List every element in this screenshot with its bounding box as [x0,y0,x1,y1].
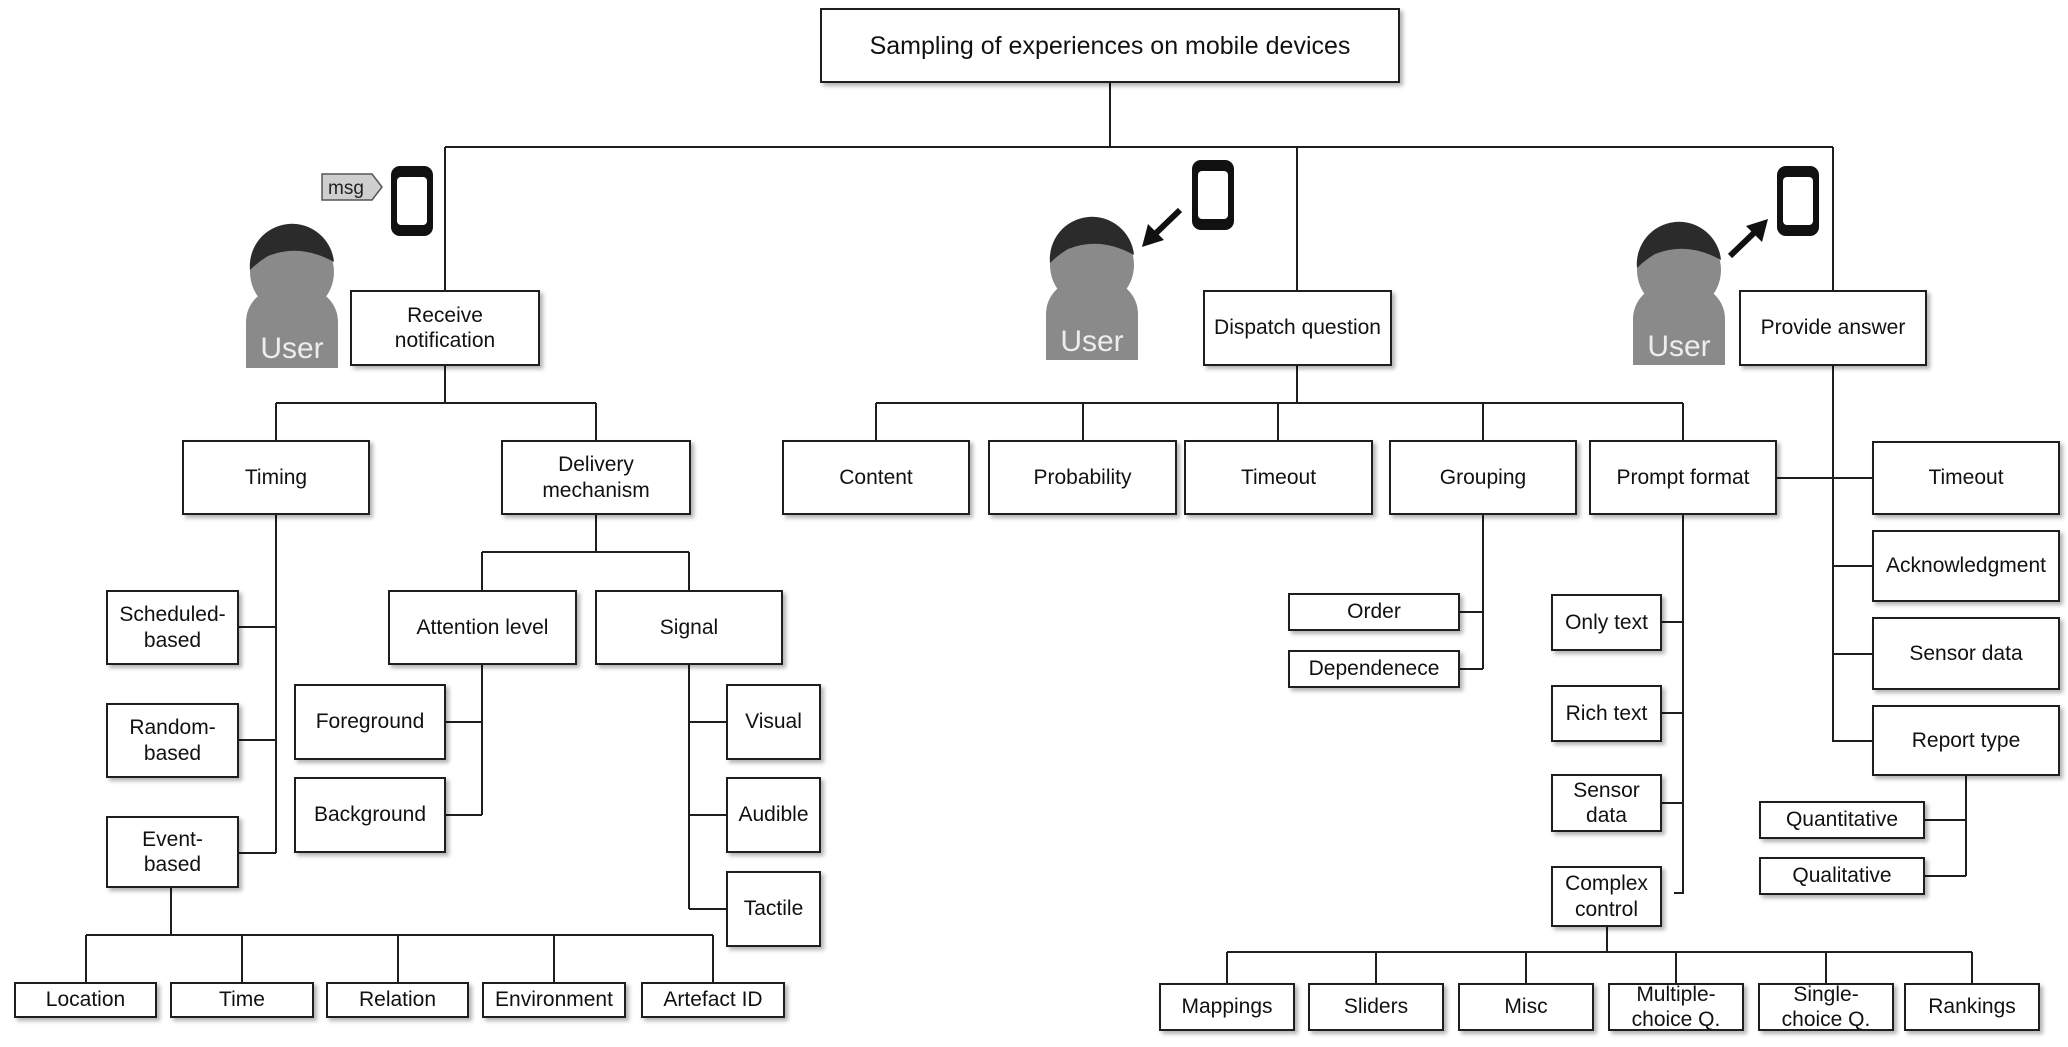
misc-node: Misc [1458,983,1594,1031]
attention-level-node: Attention level [388,590,577,665]
single-choice-node: Single- choice Q. [1758,983,1894,1031]
sensor-data-prompt-node: Sensor data [1551,774,1662,832]
only-text-node: Only text [1551,594,1662,651]
tactile-node: Tactile [726,871,821,947]
visual-node: Visual [726,684,821,760]
dispatch-user-label: User [1060,325,1123,358]
complex-control-node: Complex control [1551,866,1662,927]
answer-sensor-data-node: Sensor data [1872,617,2060,690]
probability-node: Probability [988,440,1177,515]
audible-node: Audible [726,777,821,853]
multiple-choice-node: Multiple- choice Q. [1608,983,1744,1031]
answer-user-label: User [1647,330,1710,363]
acknowledgment-node: Acknowledgment [1872,530,2060,602]
dispatch-arrow-icon [1142,207,1183,247]
dependenece-node: Dependenece [1288,650,1460,688]
dispatch-question-node: Dispatch question [1203,290,1392,366]
report-type-node: Report type [1872,705,2060,776]
answer-timeout-node: Timeout [1872,441,2060,515]
dispatch-user-avatar-icon: User [1046,216,1138,360]
timing-node: Timing [182,440,370,515]
scheduled-based-node: Scheduled- based [106,590,239,665]
rich-text-node: Rich text [1551,685,1662,742]
signal-node: Signal [595,590,783,665]
msg-label: msg [328,178,364,199]
answer-user-avatar-icon: User [1633,221,1725,365]
receive-user-avatar-icon: User [246,223,338,368]
foreground-node: Foreground [294,684,446,760]
grouping-node: Grouping [1389,440,1577,515]
event-based-node: Event- based [106,816,239,888]
qualitative-node: Qualitative [1759,857,1925,895]
prompt-format-node: Prompt format [1589,440,1777,515]
answer-phone-icon [1777,166,1819,236]
rankings-node: Rankings [1904,983,2040,1031]
random-based-node: Random- based [106,703,239,778]
provide-answer-node: Provide answer [1739,290,1927,366]
receive-user-label: User [260,332,323,365]
receive-notification-node: Receive notification [350,290,540,366]
root-node: Sampling of experiences on mobile device… [820,8,1400,83]
receive-phone-icon [391,166,433,236]
event-relation-node: Relation [326,982,469,1018]
message-tag-icon: msg [321,173,383,201]
event-location-node: Location [14,982,157,1018]
mappings-node: Mappings [1159,983,1295,1031]
event-time-node: Time [170,982,314,1018]
content-node: Content [782,440,970,515]
quantitative-node: Quantitative [1759,801,1925,839]
sliders-node: Sliders [1308,983,1444,1031]
event-environment-node: Environment [482,982,626,1018]
answer-arrow-icon [1727,219,1768,259]
background-node: Background [294,777,446,853]
dispatch-phone-icon [1192,160,1234,230]
delivery-mechanism-node: Delivery mechanism [501,440,691,515]
order-node: Order [1288,593,1460,631]
dispatch-timeout-node: Timeout [1184,440,1373,515]
event-artefact-id-node: Artefact ID [641,982,785,1018]
